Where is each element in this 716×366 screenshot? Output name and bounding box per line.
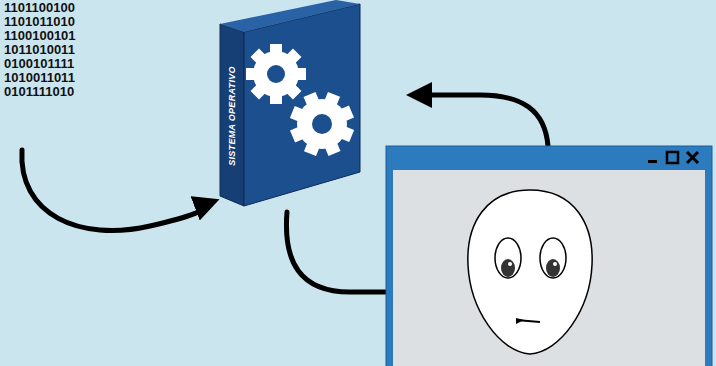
os-box	[220, 0, 360, 206]
binary-block: 1101100100110101101011001001011011010011…	[4, 1, 76, 99]
binary-digits: 1101011010	[4, 15, 76, 29]
binary-digits: 1101100100	[4, 1, 76, 15]
binary-digits: 0100101111	[4, 57, 76, 71]
app-window	[386, 146, 712, 366]
binary-digits: 0101111010	[4, 85, 76, 99]
gear-icon	[290, 92, 354, 156]
flow-arrow	[22, 150, 212, 230]
gear-icon	[246, 44, 306, 104]
binary-digits: 1100100101	[4, 29, 76, 43]
spine-title: SISTEMA OPERATIVO	[227, 66, 237, 166]
os-box: SISTEMA OPERATIVO	[220, 30, 244, 202]
face-drawing	[468, 190, 592, 354]
binary-digits: 1010011011	[4, 71, 76, 85]
binary-digits: 1011010011	[4, 43, 76, 57]
flow-arrow	[414, 95, 548, 146]
